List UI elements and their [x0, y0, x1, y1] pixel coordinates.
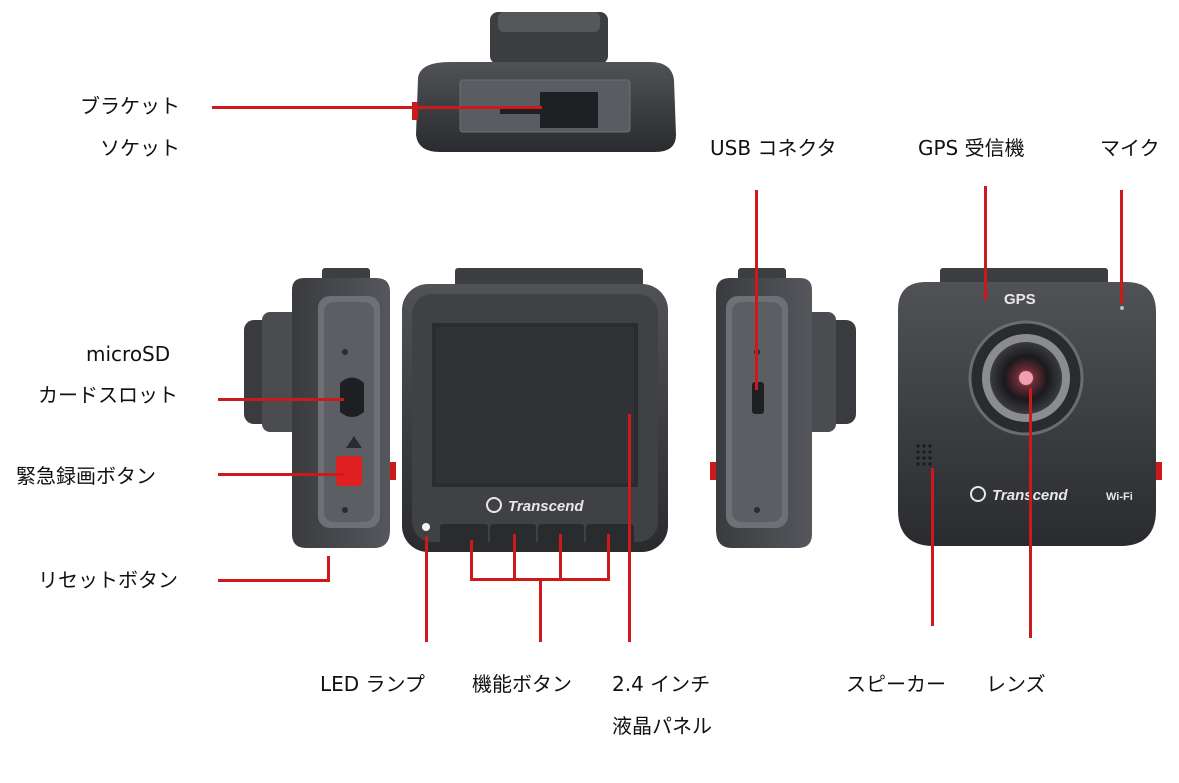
- leader-usb-connector: [755, 190, 758, 390]
- function-buttons-strip: [440, 524, 634, 546]
- label-usb-connector: USB コネクタ: [710, 136, 837, 160]
- label-microsd-2: カードスロット: [38, 383, 178, 407]
- leader-func-v2: [513, 534, 516, 580]
- leader-func-v1: [470, 540, 473, 580]
- leader-gps-receiver: [984, 186, 987, 300]
- device-left-side-view: [244, 268, 396, 548]
- brand-text-front: Transcend: [508, 498, 584, 515]
- label-emergency-button: 緊急録画ボタン: [16, 464, 156, 488]
- label-microsd-1: microSD: [86, 342, 171, 366]
- gps-marking: GPS: [1004, 291, 1036, 308]
- label-function-buttons: 機能ボタン: [472, 672, 572, 696]
- device-front-view: Transcend: [402, 268, 668, 552]
- leader-lens: [1029, 388, 1032, 638]
- label-gps-receiver: GPS 受信機: [918, 136, 1025, 160]
- leader-func-down: [539, 578, 542, 642]
- leader-func-v3: [559, 534, 562, 580]
- label-bracket-socket-1: ブラケット: [80, 94, 180, 118]
- leader-mic: [1120, 190, 1123, 304]
- leader-reset-h: [218, 579, 330, 582]
- label-speaker: スピーカー: [846, 672, 946, 696]
- transcend-logo-front: Transcend: [486, 497, 584, 515]
- wifi-marking: Wi-Fi: [1106, 491, 1133, 503]
- label-lcd-2: 液晶パネル: [612, 714, 712, 738]
- label-lcd-1: 2.4 インチ: [612, 672, 711, 696]
- leader-led: [425, 536, 428, 642]
- label-led-lamp: LED ランプ: [320, 672, 425, 696]
- label-reset-button: リセットボタン: [38, 568, 178, 592]
- label-mic: マイク: [1100, 136, 1160, 160]
- speaker-grille: [916, 444, 932, 466]
- leader-reset-v: [327, 556, 330, 582]
- leader-microsd: [218, 398, 344, 401]
- label-bracket-socket-2: ソケット: [100, 136, 180, 160]
- leader-speaker: [931, 468, 934, 626]
- device-right-side-view: [710, 268, 856, 548]
- leader-func-v4: [607, 534, 610, 580]
- device-top-view: [412, 12, 676, 152]
- device-back-view: GPS Transcend Wi-Fi: [898, 268, 1162, 546]
- leader-emergency-button: [218, 473, 344, 476]
- leader-bracket-socket: [212, 106, 542, 109]
- leader-lcd: [628, 414, 631, 642]
- label-lens: レンズ: [986, 672, 1046, 696]
